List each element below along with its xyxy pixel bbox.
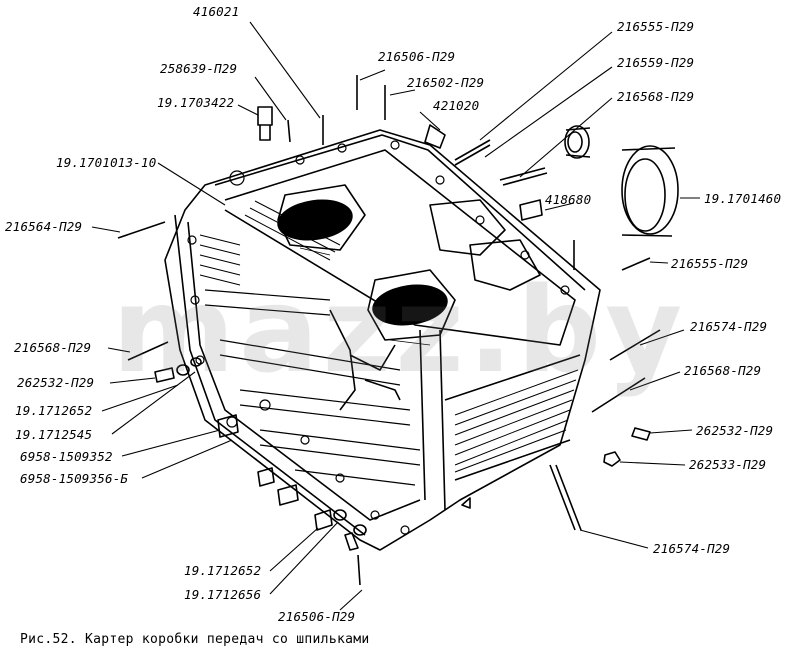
label-262532-left: 262532-П29	[17, 375, 95, 390]
label-6958-356: 6958-1509356-Б	[20, 471, 129, 486]
label-1712656: 19.1712656	[184, 587, 262, 602]
front-bore	[277, 199, 353, 241]
label-216568-right-top: 216568-П29	[617, 89, 695, 104]
label-6958-352: 6958-1509352	[20, 449, 113, 464]
label-216574-right: 216574-П29	[690, 319, 768, 334]
label-1712652-left: 19.1712652	[15, 403, 93, 418]
bearing-cup	[564, 125, 590, 159]
label-1703422: 19.1703422	[157, 95, 235, 110]
label-1712545: 19.1712545	[15, 427, 93, 442]
label-216559: 216559-П29	[617, 55, 695, 70]
leader-lines	[91, 21, 700, 611]
label-216555-top: 216555-П29	[617, 19, 695, 34]
label-216555-mid: 216555-П29	[671, 256, 749, 271]
label-1701460: 19.1701460	[704, 191, 782, 206]
label-216568-left: 216568-П29	[14, 340, 92, 355]
top-cover-rear	[367, 269, 456, 341]
top-flange	[214, 134, 586, 291]
watermark: mazz.by	[112, 261, 687, 399]
left-flange	[174, 214, 366, 536]
label-1712652-bottom: 19.1712652	[184, 563, 262, 578]
figure-caption: Рис.52. Картер коробки передач со шпильк…	[20, 632, 370, 647]
label-1701013: 19.1701013-10	[56, 155, 157, 170]
label-418680: 418680	[545, 192, 592, 207]
label-216564: 216564-П29	[5, 219, 83, 234]
label-262532-right: 262532-П29	[696, 423, 774, 438]
cover-ring	[621, 145, 679, 235]
label-216502: 216502-П29	[407, 75, 485, 90]
label-421020: 421020	[433, 98, 480, 113]
label-216506-top: 216506-П29	[378, 49, 456, 64]
label-262533: 262533-П29	[689, 457, 767, 472]
label-258639: 258639-П29	[160, 61, 238, 76]
label-216574-bottom: 216574-П29	[653, 541, 731, 556]
housing-outline	[164, 129, 601, 551]
rear-bore	[372, 284, 448, 326]
label-216568-right: 216568-П29	[684, 363, 762, 378]
label-216506-bottom: 216506-П29	[278, 609, 356, 624]
label-416021: 416021	[193, 4, 240, 19]
